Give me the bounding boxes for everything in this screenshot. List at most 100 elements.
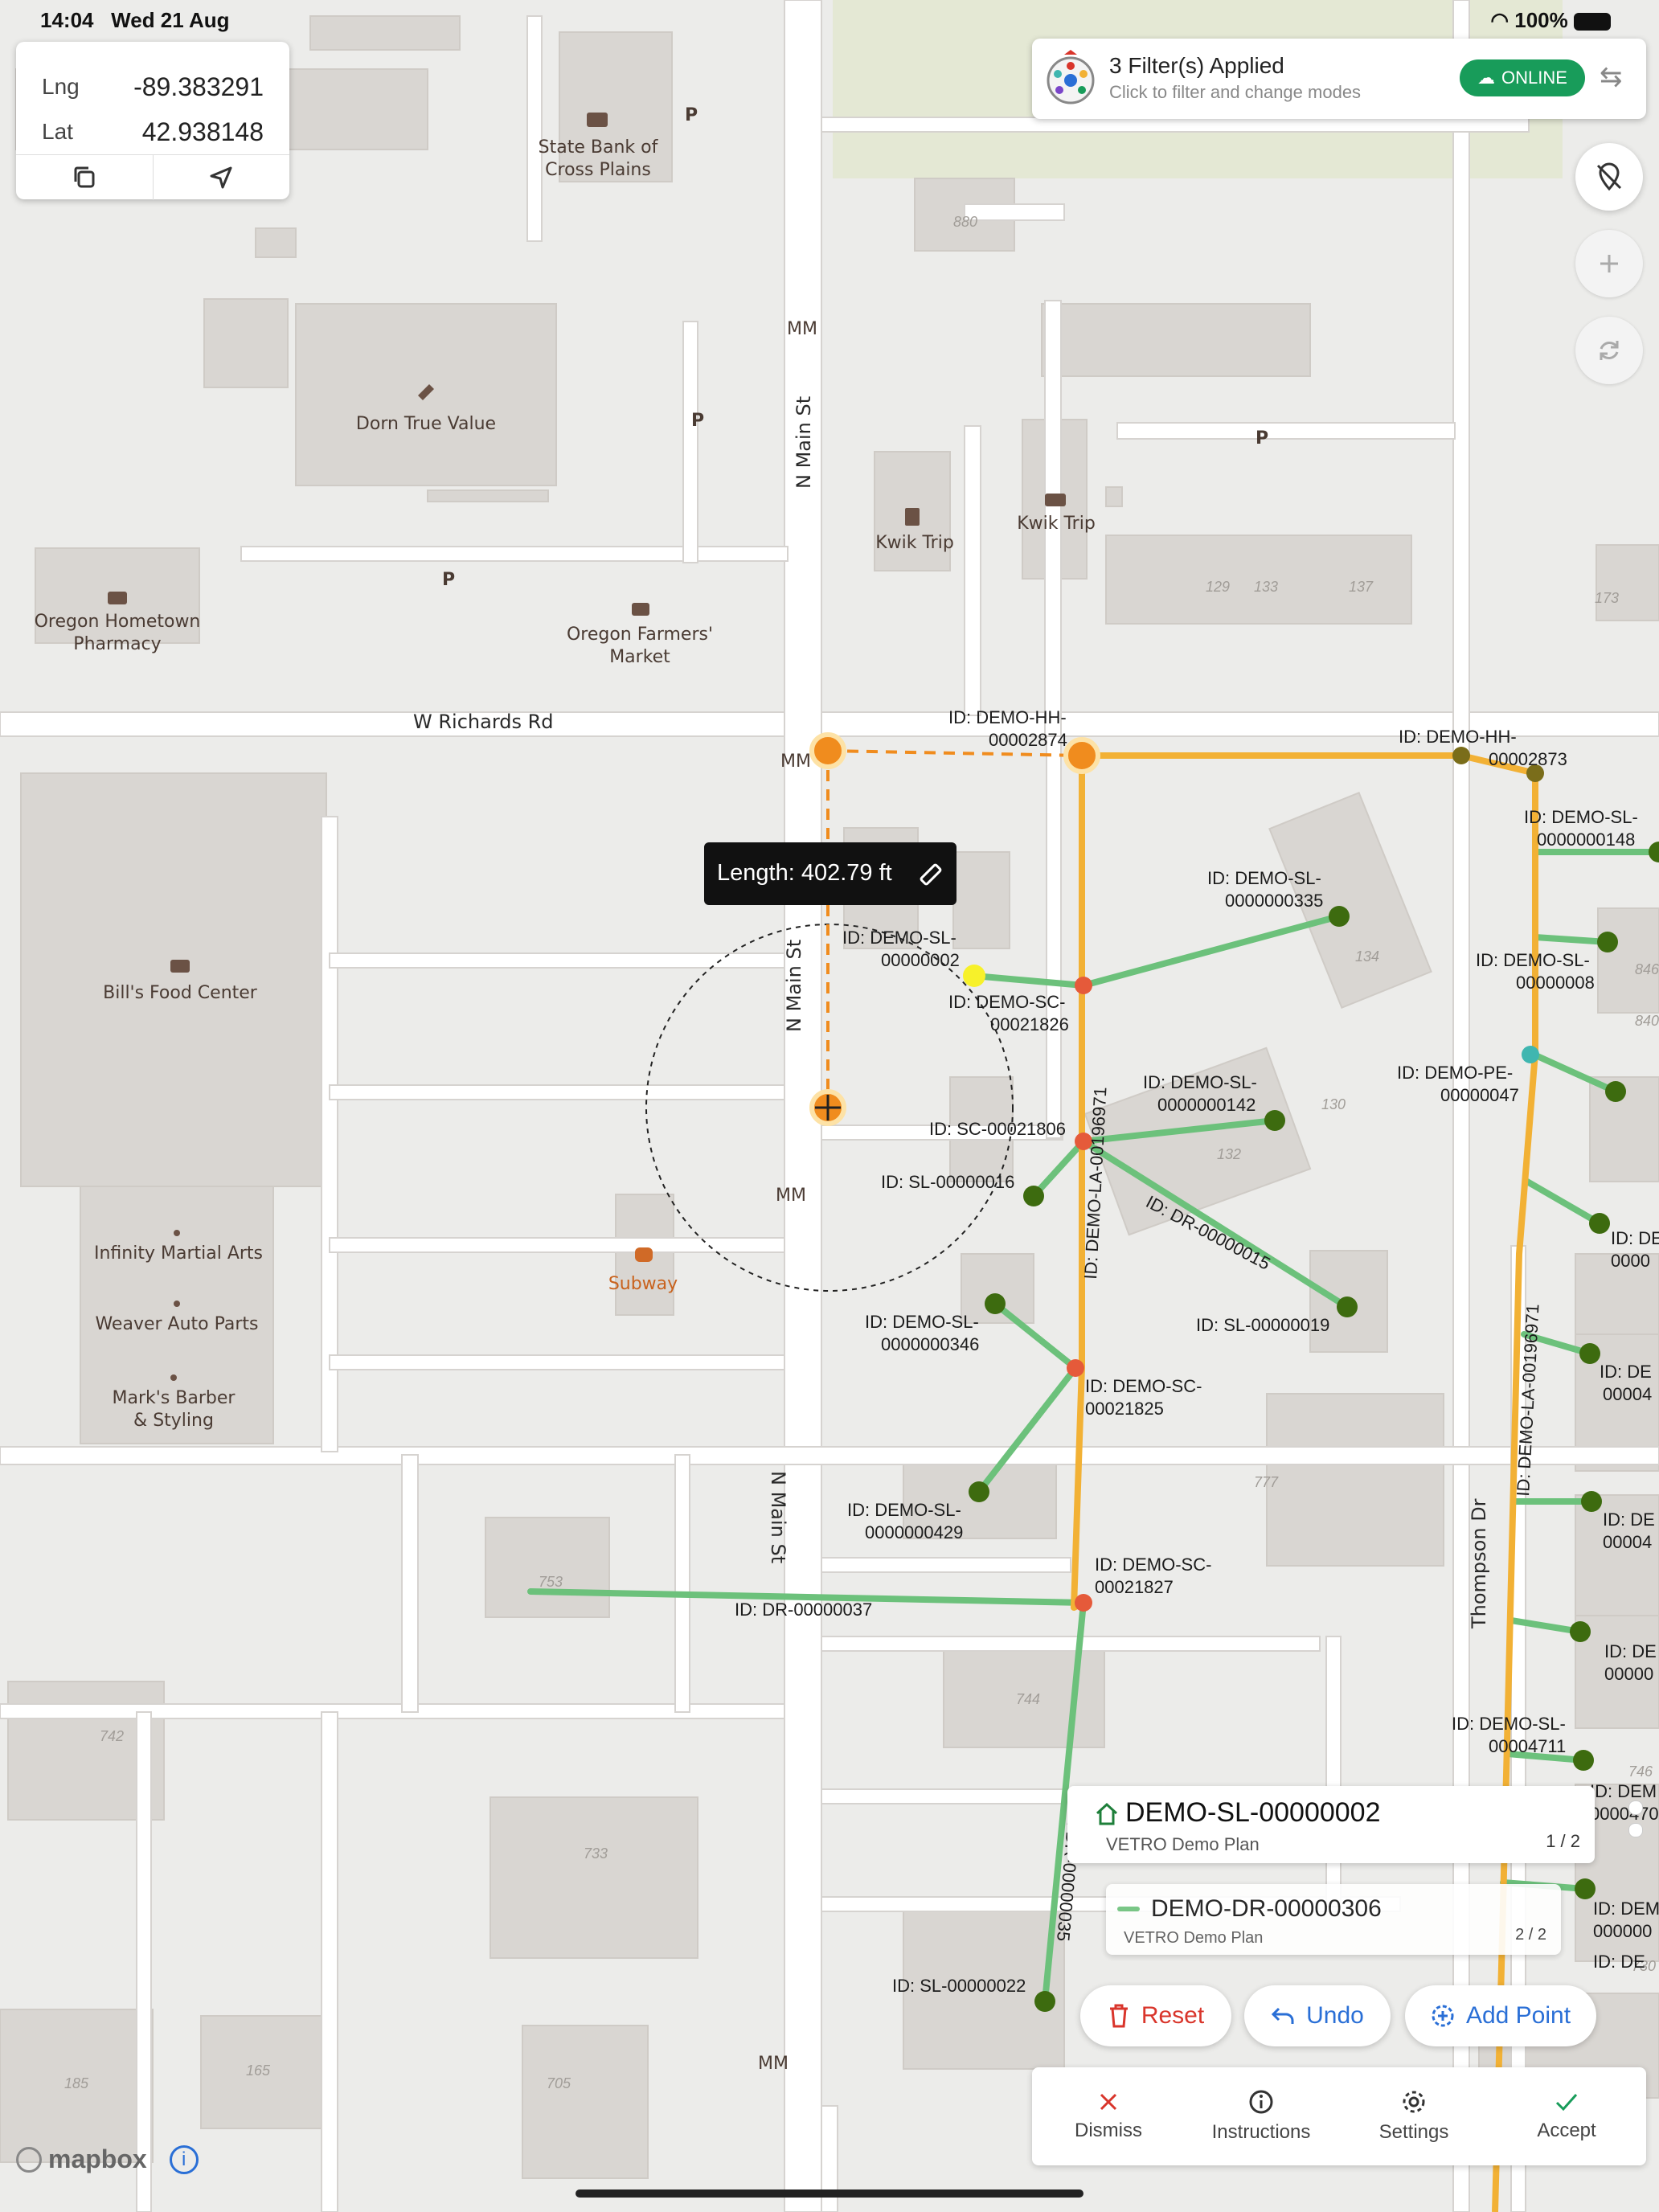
- lng-value: -89.383291: [133, 72, 264, 101]
- svg-text:MM: MM: [787, 319, 817, 339]
- trash-icon: [1109, 2004, 1128, 2028]
- status-bar: 14:04 Wed 21 Aug ◠ 100%: [0, 0, 1659, 39]
- instructions-button[interactable]: Instructions: [1185, 2067, 1337, 2165]
- svg-text:132: 132: [1217, 1146, 1241, 1162]
- battery-status: ◠ 100%: [1490, 8, 1611, 33]
- drop-line-icon: [1117, 1907, 1140, 1911]
- filter-title: 3 Filter(s) Applied: [1109, 53, 1284, 78]
- nodes[interactable]: [809, 732, 1659, 2012]
- lng-row: Lng -89.383291: [16, 64, 289, 109]
- map-labels: State Bank of Cross Plains Dorn True Val…: [35, 105, 1659, 2091]
- svg-text:ID: DEMO-SL-: ID: DEMO-SL-: [865, 1312, 979, 1332]
- svg-text:N Main St: N Main St: [783, 940, 805, 1032]
- svg-text:ID: DEMO-HH-: ID: DEMO-HH-: [948, 707, 1067, 727]
- location-off-button[interactable]: [1575, 143, 1643, 211]
- svg-text:ID: DEMO-SC-: ID: DEMO-SC-: [1085, 1376, 1202, 1396]
- svg-text:P: P: [1256, 428, 1268, 449]
- svg-text:ID: DR-00000037: ID: DR-00000037: [735, 1600, 872, 1620]
- coordinate-panel: Lng -89.383291 Lat 42.938148: [16, 42, 289, 200]
- copy-icon: [74, 166, 95, 188]
- online-status-badge[interactable]: ☁ ONLINE: [1460, 59, 1585, 96]
- filter-subtitle: Click to filter and change modes: [1109, 82, 1362, 102]
- svg-text:0000470: 0000470: [1590, 1804, 1659, 1824]
- feature-card-title: DEMO-DR-00000306: [1151, 1895, 1382, 1922]
- navigate-button[interactable]: [153, 154, 289, 200]
- svg-text:ID: DEMO-SL-: ID: DEMO-SL-: [1476, 950, 1590, 970]
- basket-icon: [108, 592, 127, 604]
- mapbox-logo-icon: [16, 2146, 42, 2173]
- status-time: 14:04 Wed 21 Aug: [40, 8, 230, 32]
- drop-lines: [527, 849, 1659, 2005]
- close-icon: [1100, 2093, 1117, 2111]
- svg-text:Infinity Martial Arts: Infinity Martial Arts: [94, 1243, 263, 1264]
- svg-text:ID: DEMO-SL-: ID: DEMO-SL-: [1524, 807, 1638, 827]
- svg-text:ID: DE: ID: DE: [1604, 1641, 1657, 1661]
- svg-text:P: P: [442, 570, 455, 590]
- measure-line: [826, 749, 1083, 1108]
- filter-card[interactable]: 3 Filter(s) Applied Click to filter and …: [1032, 39, 1646, 119]
- svg-text:Kwik Trip: Kwik Trip: [875, 533, 954, 553]
- undo-button[interactable]: Undo: [1244, 1985, 1391, 2046]
- svg-text:00004: 00004: [1603, 1532, 1652, 1552]
- svg-text:ID: DE: ID: DE: [1593, 1952, 1645, 1972]
- svg-text:Kwik Trip: Kwik Trip: [1017, 514, 1096, 534]
- svg-text:129: 129: [1206, 579, 1230, 595]
- svg-text:744: 744: [1016, 1691, 1040, 1707]
- pager-dots: [1628, 1800, 1643, 1837]
- svg-text:00000: 00000: [1604, 1664, 1653, 1684]
- svg-text:Dorn True Value: Dorn True Value: [356, 414, 496, 434]
- home-indicator[interactable]: [576, 2189, 1083, 2198]
- svg-text:00002874: 00002874: [989, 730, 1067, 750]
- svg-text:730: 730: [1632, 1958, 1656, 1974]
- feature-card-secondary[interactable]: DEMO-DR-00000306 VETRO Demo Plan 2 / 2: [1106, 1884, 1561, 1955]
- svg-text:00021825: 00021825: [1085, 1399, 1164, 1419]
- lat-row: Lat 42.938148: [16, 109, 289, 154]
- svg-text:840: 840: [1635, 1013, 1659, 1029]
- feature-card-subtitle: VETRO Demo Plan: [1124, 1929, 1264, 1947]
- svg-text:ID: SL-00000019: ID: SL-00000019: [1196, 1315, 1329, 1335]
- swap-arrows-icon[interactable]: ⇆: [1600, 62, 1623, 92]
- refresh-icon: [1600, 341, 1619, 360]
- refresh-button[interactable]: [1575, 317, 1643, 384]
- svg-text:000000: 000000: [1593, 1921, 1652, 1941]
- svg-text:ID: DEM: ID: DEM: [1590, 1781, 1657, 1801]
- svg-text:N Main St: N Main St: [793, 396, 815, 489]
- settings-button[interactable]: Settings: [1337, 2067, 1490, 2165]
- add-point-button[interactable]: Add Point: [1405, 1985, 1596, 2046]
- feature-card-subtitle: VETRO Demo Plan: [1106, 1834, 1260, 1854]
- filter-wheel-icon: [1047, 50, 1095, 104]
- gear-icon: [1403, 2091, 1425, 2113]
- cloud-icon: ☁: [1477, 68, 1496, 88]
- dismiss-button[interactable]: Dismiss: [1032, 2067, 1185, 2165]
- feature-card-primary[interactable]: DEMO-SL-00000002 VETRO Demo Plan 1 / 2: [1067, 1786, 1595, 1863]
- cart-icon: [170, 960, 190, 973]
- svg-text:ID: DEMO-SL-: ID: DEMO-SL-: [842, 928, 956, 948]
- svg-text:173: 173: [1595, 590, 1619, 606]
- svg-text:Oregon Farmers': Oregon Farmers': [567, 625, 713, 645]
- svg-text:ID: DEMO-SL-: ID: DEMO-SL-: [1143, 1072, 1257, 1092]
- svg-text:777: 777: [1254, 1474, 1279, 1490]
- svg-text:Pharmacy: Pharmacy: [73, 634, 161, 654]
- svg-text:Bill's Food Center: Bill's Food Center: [103, 983, 258, 1003]
- svg-text:ID: SL-00000022: ID: SL-00000022: [892, 1976, 1026, 1996]
- info-icon[interactable]: i: [169, 2144, 199, 2174]
- svg-text:ID: DEMO-SC-: ID: DEMO-SC-: [1095, 1555, 1211, 1575]
- feature-card-title: DEMO-SL-00000002: [1125, 1797, 1381, 1828]
- bottom-toolbar: Dismiss Instructions Settings Accept: [1032, 2067, 1646, 2165]
- cart-icon: [632, 603, 649, 616]
- svg-text:00004711: 00004711: [1489, 1736, 1566, 1756]
- accept-button[interactable]: Accept: [1490, 2067, 1643, 2165]
- svg-text:MM: MM: [780, 752, 811, 772]
- svg-text:State Bank of: State Bank of: [539, 137, 659, 158]
- svg-text:P: P: [691, 411, 704, 431]
- svg-text:Subway: Subway: [608, 1274, 678, 1294]
- svg-text:P: P: [685, 105, 698, 125]
- copy-coords-button[interactable]: [16, 154, 154, 200]
- svg-text:ID: DE: ID: DE: [1603, 1509, 1655, 1530]
- length-text: Length: 402.79 ft: [717, 860, 892, 886]
- svg-text:ID: DEM: ID: DEM: [1593, 1899, 1659, 1919]
- reset-button[interactable]: Reset: [1080, 1985, 1231, 2046]
- zoom-in-button[interactable]: [1575, 230, 1643, 297]
- undo-icon: [1272, 2007, 1294, 2024]
